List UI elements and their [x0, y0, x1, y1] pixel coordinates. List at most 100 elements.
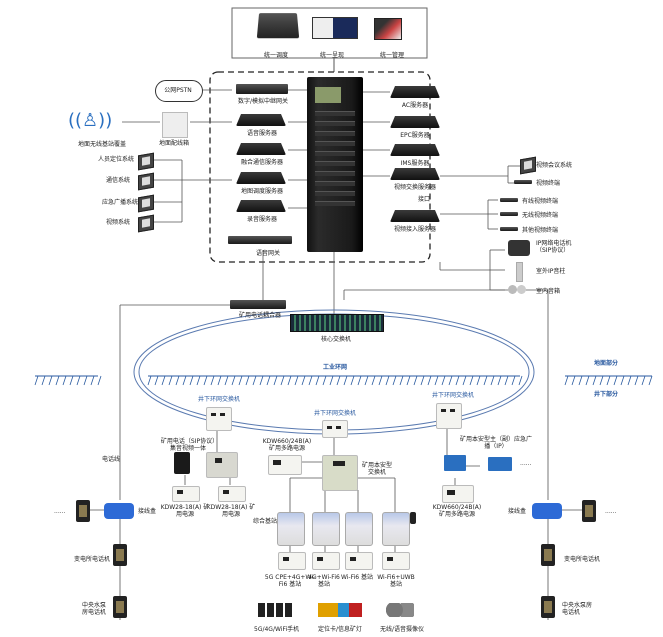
base-station-power-icon [382, 552, 410, 570]
pstn-label: 公网PSTN [164, 87, 192, 94]
ground-hatch-tick [301, 375, 306, 386]
base-station-label: 4G+Wi-Fi6 基站 [308, 574, 340, 588]
server-label: 数字/模拟中继网关 [237, 98, 289, 105]
server-label: 地图调度服务器 [240, 188, 283, 195]
broadcast-label: 矿用本安型主（副）应急广播（IP） [460, 436, 533, 450]
ground-hatch-tick [578, 375, 583, 386]
server-label: IMS服务器 [400, 160, 430, 167]
antenna-icon [410, 512, 416, 524]
ground-hatch-tick [641, 375, 646, 386]
mine-phone-icon [541, 596, 555, 618]
ground-hatch-tick [585, 375, 590, 386]
multi-power-label: KDW660/24B(A) 矿用多路电源 [262, 438, 312, 452]
video-terminal-icon [500, 198, 518, 202]
system-pc-icon [138, 194, 154, 213]
ground-hatch-tick [634, 375, 639, 386]
top-panel-frame [231, 7, 428, 59]
top-label-dispatch: 统一调度 [263, 52, 288, 59]
base-station-label: 5G CPE+4G+Wi-Fi6 基站 [264, 574, 316, 588]
multi-power-icon [268, 455, 302, 475]
ground-hatch-tick [392, 375, 397, 386]
ground-hatch-tick [252, 375, 257, 386]
ground-hatch-tick [420, 375, 425, 386]
distribution-box-icon [162, 112, 188, 138]
pump-room-phone-label: 中央水泵房电话机 [81, 602, 106, 616]
ground-hatch-tick [364, 375, 369, 386]
junction-box-label: 接线盒 [508, 508, 527, 515]
ring-switch-icon [206, 407, 232, 431]
base-station-label: Wi-Fi6+UWB 基站 [377, 574, 415, 588]
ground-hatch-tick [41, 375, 46, 386]
ground-hatch-tick [336, 375, 341, 386]
ground-hatch-tick [648, 375, 653, 386]
server-area-dashed-frame [209, 71, 431, 263]
ground-hatch-tick [511, 375, 516, 386]
right-label: 视频会议系统 [536, 162, 573, 169]
ground-hatch-tick [154, 375, 159, 386]
ground-hatch-tick [69, 375, 74, 386]
voice-gateway-icon [228, 236, 292, 244]
ground-hatch-tick [441, 375, 446, 386]
mine-phone-icon [582, 500, 596, 522]
mine-phone-icon [541, 544, 555, 566]
mine-power-icon [218, 486, 246, 502]
ground-hatch-tick [175, 375, 180, 386]
ground-hatch-tick [97, 375, 102, 386]
right-label: 有线视频终端 [522, 198, 559, 205]
server-label: EPC服务器 [400, 132, 430, 139]
composite-base-label: 综合基站 [252, 518, 277, 525]
base-station-icon [345, 512, 373, 546]
base-station-icon [382, 512, 410, 546]
video-terminal-icon [500, 227, 518, 231]
intrinsic-switch-label: 矿用本安型交换机 [361, 462, 392, 476]
ground-hatch-tick [34, 375, 39, 386]
ring-switch-label: 井下环网交换机 [197, 396, 240, 403]
ground-hatch-tick [564, 375, 569, 386]
system-label: 人员定位系统 [98, 156, 135, 163]
ground-hatch-tick [231, 375, 236, 386]
broadcast-sub-icon [488, 457, 512, 471]
camera-device-icon [386, 603, 414, 617]
ground-hatch-tick [620, 375, 625, 386]
dispatch-console-icon [256, 13, 300, 39]
monitor-display-icon [312, 17, 358, 39]
server-icon [236, 114, 286, 126]
server-icon [390, 210, 440, 222]
ground-wireless-label: 地面无线基站覆盖 [77, 141, 126, 148]
multi-power-icon [442, 485, 474, 503]
base-station-power-icon [278, 552, 306, 570]
junction-box-icon [532, 503, 562, 519]
ground-hatch-tick [504, 375, 509, 386]
multi-power-label: KDW660/24B(A) 矿用多路电源 [432, 504, 482, 518]
wireless-tower-icon: ((♙)) [68, 110, 113, 131]
server-label: 语音服务器 [246, 130, 277, 137]
power-label: KDW28-18(A) 矿用电源 [206, 504, 256, 518]
ground-hatch-tick [83, 375, 88, 386]
location-card-lamp-icon [318, 603, 362, 617]
mine-phone-icon [113, 544, 127, 566]
ground-hatch-tick [476, 375, 481, 386]
terminal-label: 定位卡/信息矿灯 [317, 626, 363, 633]
ellipsis: ...... [54, 508, 66, 515]
ring-switch-icon [436, 403, 462, 429]
intrinsic-switch-icon [322, 455, 358, 491]
ring-switch-label: 井下环网交换机 [313, 410, 356, 417]
right-label: 其他视频终端 [522, 227, 559, 234]
system-label: 应急广播系统 [102, 199, 139, 206]
system-label: 视频系统 [106, 219, 131, 226]
junction-box-label: 接线盒 [138, 508, 157, 515]
ground-hatch-tick [315, 375, 320, 386]
phone-coupler-icon [230, 300, 286, 309]
ground-hatch-tick [571, 375, 576, 386]
indoor-speaker-icon [508, 285, 526, 294]
terminal-label: 无线/语音摄像仪 [379, 626, 425, 633]
interface-arrow-label: 接口 [418, 196, 431, 203]
video-terminal-icon [514, 180, 532, 184]
ground-hatch-tick [592, 375, 597, 386]
top-label-management: 统一管理 [379, 52, 404, 59]
ground-hatch-tick [245, 375, 250, 386]
explosion-proof-box-icon [206, 452, 238, 478]
ground-hatch-tick [427, 375, 432, 386]
rack-screen [315, 87, 341, 103]
